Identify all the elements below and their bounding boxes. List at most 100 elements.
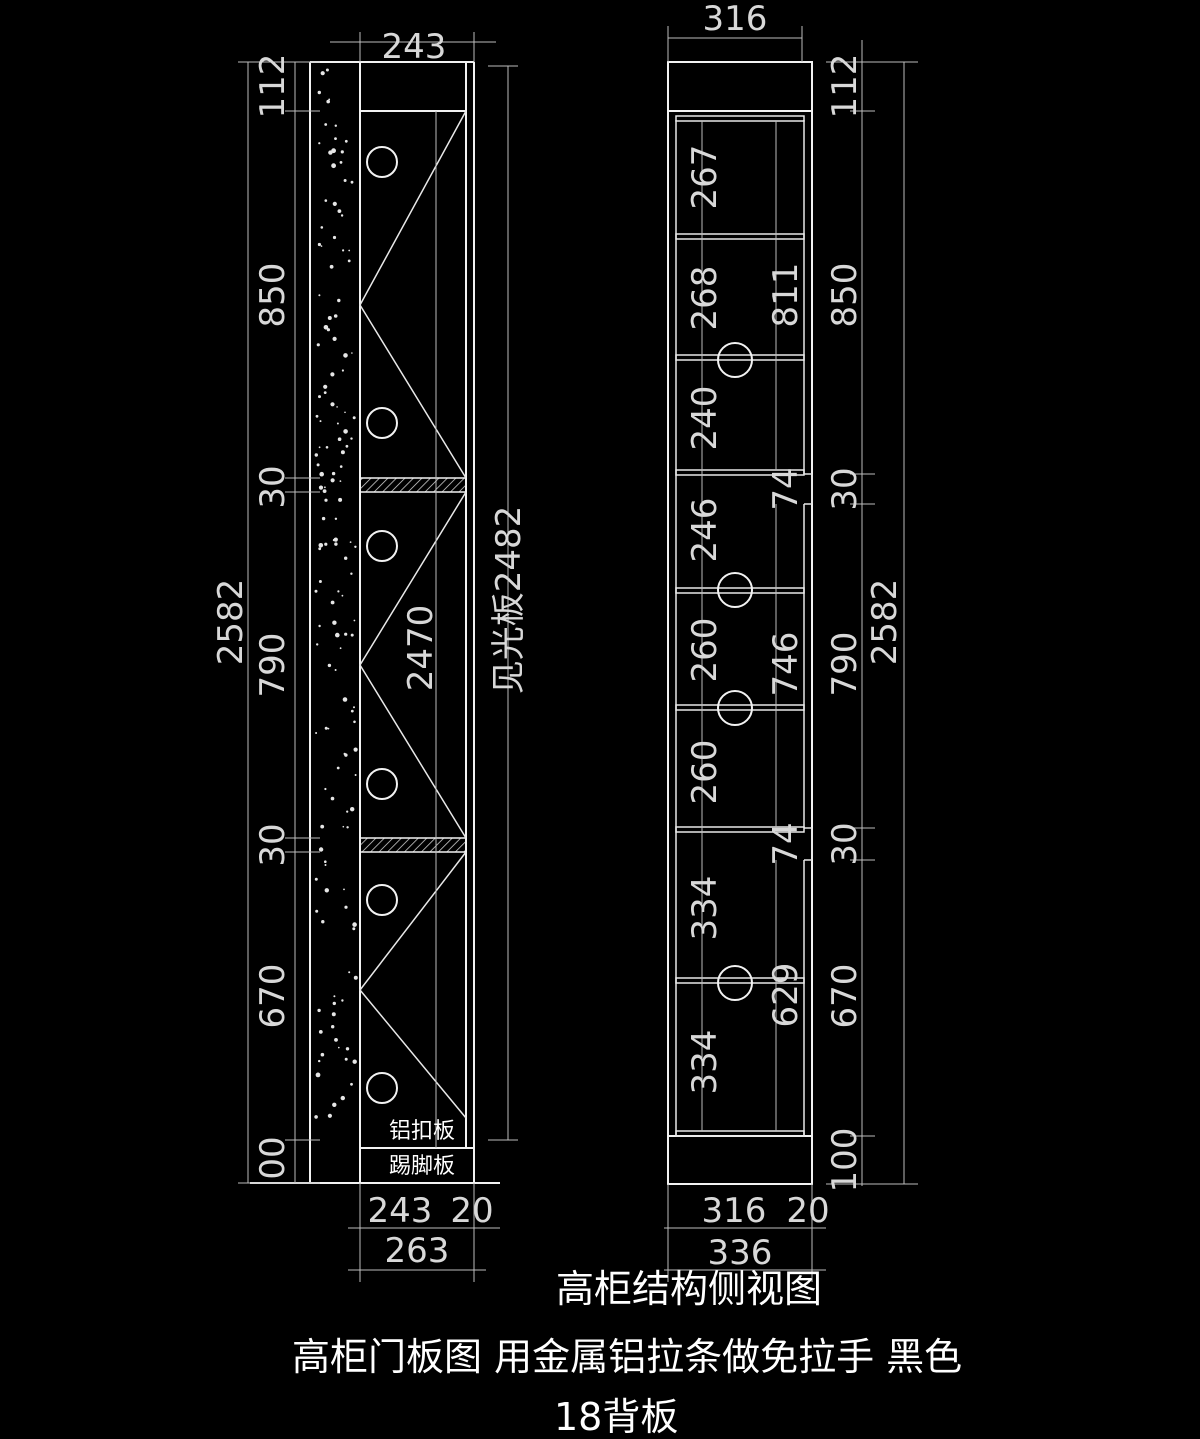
texture-speck bbox=[351, 352, 353, 354]
texture-speck bbox=[342, 697, 348, 702]
left-inner-height: 2470 bbox=[401, 605, 441, 692]
texture-speck bbox=[321, 516, 326, 521]
texture-speck bbox=[330, 372, 335, 377]
texture-speck bbox=[318, 142, 321, 145]
texture-speck bbox=[330, 600, 335, 605]
texture-speck bbox=[320, 226, 324, 229]
right-seg-5: 30 bbox=[825, 822, 865, 865]
caption-back-board: 18背板 bbox=[554, 1395, 679, 1439]
texture-speck bbox=[322, 489, 327, 493]
texture-speck bbox=[340, 450, 345, 455]
texture-speck bbox=[352, 922, 357, 927]
texture-speck bbox=[344, 139, 348, 143]
texture-speck bbox=[352, 927, 356, 931]
texture-speck bbox=[320, 1052, 325, 1057]
texture-speck bbox=[334, 517, 338, 520]
texture-speck bbox=[332, 235, 337, 240]
step-dim-2: 74 bbox=[766, 822, 806, 865]
texture-speck bbox=[314, 589, 318, 593]
section-dim-1: 811 bbox=[766, 263, 806, 328]
texture-speck bbox=[336, 422, 339, 425]
right-top-width: 316 bbox=[703, 0, 768, 39]
right-bottom-total: 336 bbox=[708, 1233, 773, 1273]
texture-speck bbox=[336, 406, 338, 408]
texture-speck bbox=[344, 632, 348, 636]
left-seg-5: 30 bbox=[253, 823, 293, 866]
left-panel-texture bbox=[314, 68, 358, 1119]
texture-speck bbox=[343, 429, 348, 434]
texture-speck bbox=[324, 726, 328, 730]
texture-speck bbox=[327, 316, 332, 320]
texture-speck bbox=[350, 633, 354, 637]
texture-speck bbox=[327, 663, 332, 668]
texture-speck bbox=[318, 294, 321, 297]
texture-speck bbox=[339, 465, 343, 468]
left-door-opening-lines bbox=[359, 110, 467, 1119]
left-seg-6: 670 bbox=[253, 964, 293, 1029]
texture-speck bbox=[331, 1012, 336, 1017]
texture-speck bbox=[339, 480, 342, 482]
texture-speck bbox=[350, 437, 353, 440]
label-kick-board: 踢脚板 bbox=[389, 1154, 455, 1179]
left-cabinet-outline bbox=[250, 61, 500, 1184]
texture-speck bbox=[332, 1102, 337, 1108]
texture-speck bbox=[324, 498, 328, 502]
left-bottom-total: 263 bbox=[385, 1231, 450, 1271]
texture-speck bbox=[346, 826, 349, 829]
texture-speck bbox=[354, 545, 357, 548]
texture-speck bbox=[330, 796, 335, 801]
texture-speck bbox=[344, 556, 348, 560]
right-seg-4: 790 bbox=[825, 632, 865, 697]
texture-speck bbox=[318, 624, 321, 628]
right-seg-7: 100 bbox=[825, 1128, 865, 1193]
texture-speck bbox=[353, 720, 356, 724]
texture-speck bbox=[353, 619, 356, 622]
texture-speck bbox=[318, 395, 321, 399]
left-cabinet-view: 243 112 850 30 790 30 670 00 2582 2470 见… bbox=[211, 27, 529, 1282]
texture-speck bbox=[314, 453, 318, 457]
texture-speck bbox=[321, 920, 325, 924]
texture-speck bbox=[317, 242, 321, 247]
texture-speck bbox=[342, 825, 345, 828]
texture-speck bbox=[338, 497, 343, 502]
texture-speck bbox=[332, 1001, 336, 1006]
texture-speck bbox=[332, 201, 337, 206]
texture-speck bbox=[345, 444, 349, 448]
texture-speck bbox=[332, 538, 336, 542]
left-total-height: 2582 bbox=[211, 579, 251, 666]
texture-speck bbox=[328, 98, 331, 101]
right-total-height: 2582 bbox=[865, 579, 905, 666]
left-top-width: 243 bbox=[382, 27, 447, 67]
texture-speck bbox=[334, 1038, 338, 1042]
texture-speck bbox=[344, 1057, 348, 1061]
right-seg-2: 850 bbox=[825, 263, 865, 328]
texture-speck bbox=[347, 259, 351, 263]
right-bottom-width-b: 20 bbox=[786, 1191, 829, 1231]
texture-speck bbox=[324, 888, 329, 893]
texture-speck bbox=[330, 478, 335, 483]
left-seg-3: 30 bbox=[253, 465, 293, 508]
right-seg-1: 112 bbox=[825, 54, 865, 119]
texture-speck bbox=[331, 163, 336, 169]
left-seg-4: 790 bbox=[253, 633, 293, 698]
left-side-note: 见光板2482 bbox=[489, 506, 529, 695]
texture-speck bbox=[340, 150, 344, 154]
texture-speck bbox=[324, 864, 327, 866]
right-hanging-rods bbox=[717, 342, 753, 1001]
texture-speck bbox=[337, 209, 342, 214]
left-seg-1: 112 bbox=[253, 54, 293, 119]
label-aluminum-board: 铝扣板 bbox=[389, 1119, 455, 1144]
texture-speck bbox=[333, 314, 338, 318]
texture-speck bbox=[315, 909, 319, 913]
texture-speck bbox=[325, 68, 329, 72]
left-seg-7: 00 bbox=[253, 1136, 293, 1179]
texture-speck bbox=[334, 542, 338, 546]
texture-speck bbox=[340, 214, 344, 217]
shelf-dim-2: 268 bbox=[685, 266, 725, 331]
texture-speck bbox=[335, 632, 340, 638]
texture-speck bbox=[320, 71, 325, 76]
texture-speck bbox=[331, 471, 336, 476]
texture-speck bbox=[353, 747, 358, 752]
texture-speck bbox=[344, 411, 346, 414]
texture-speck bbox=[317, 1008, 321, 1013]
